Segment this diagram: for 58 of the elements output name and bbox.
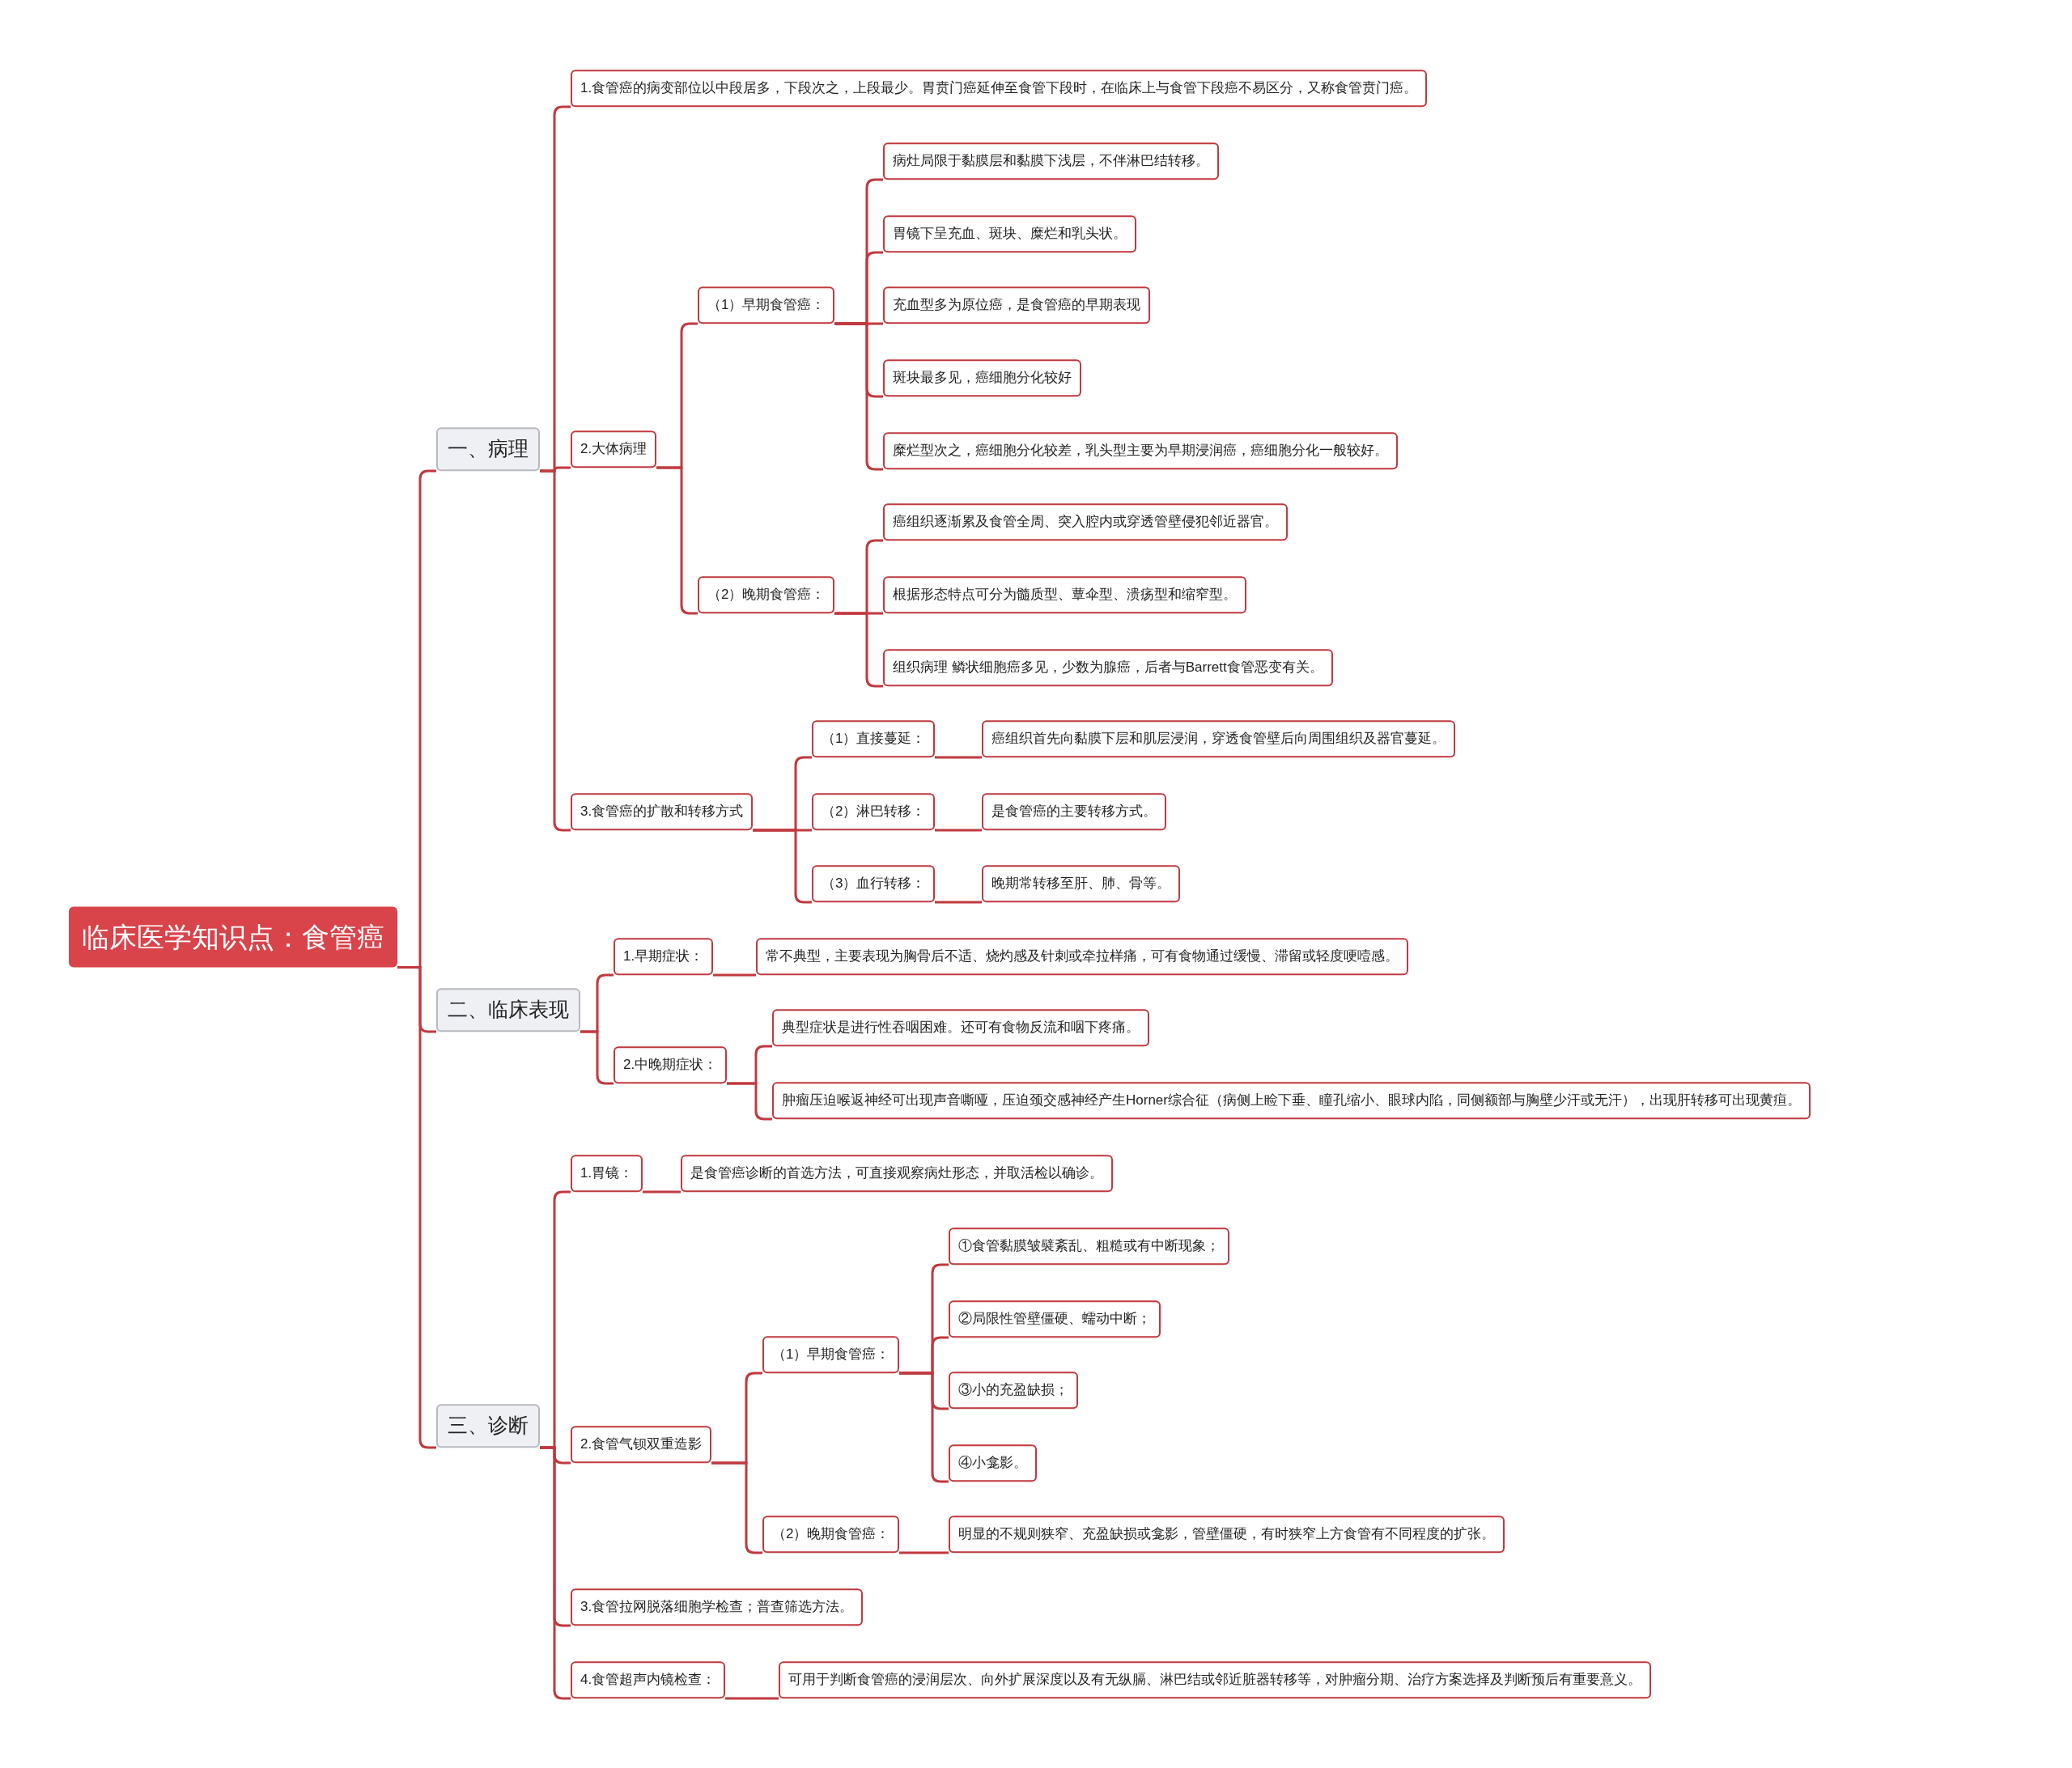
connector-line <box>899 1372 949 1483</box>
topic-box: （1）早期食管癌： <box>698 286 835 324</box>
topic-box: 晚期常转移至肝、肺、骨等。 <box>982 865 1180 902</box>
topic-box: 2.食管气钡双重造影 <box>571 1426 712 1463</box>
topic-box: （1）早期食管癌： <box>762 1336 900 1373</box>
topic-box: 糜烂型次之，癌细胞分化较差，乳头型主要为早期浸润癌，癌细胞分化一般较好。 <box>883 432 1398 469</box>
topic-box: 斑块最多见，癌细胞分化较好 <box>883 359 1081 396</box>
connector-line <box>935 829 982 832</box>
topic-box: 病灶局限于黏膜层和黏膜下浅层，不伴淋巴结转移。 <box>883 142 1219 180</box>
topic-box: 肿瘤压迫喉返神经可出现声音嘶哑，压迫颈交感神经产生Horner综合征（病侧上睑下垂、瞳孔缩小、眼球内陷，同侧额部与胸壁少汗或无汗），出现肝转移可出现黄疸。 <box>772 1082 1811 1119</box>
topic-box: 癌组织逐渐累及食管全周、突入腔内或穿透管壁侵犯邻近器官。 <box>883 503 1288 541</box>
topic-box: （2）淋巴转移： <box>812 793 936 830</box>
connector-line <box>713 973 756 977</box>
connector-line <box>580 1030 614 1085</box>
topic-box: 癌组织首先向黏膜下层和肌层浸润，穿透食管壁后向周围组织及器官蔓延。 <box>982 720 1455 757</box>
topic-box: 2.中晚期症状： <box>614 1046 728 1083</box>
connector-line <box>643 1190 681 1194</box>
topic-box: 常不典型，主要表现为胸骨后不适、烧灼感及针刺或牵拉样痛，可有食物通过缓慢、滞留或轻度哽噎感。 <box>756 938 1408 975</box>
main-topic: 三、诊断 <box>436 1404 540 1448</box>
topic-box: （1）直接蔓延： <box>812 720 936 757</box>
main-topic: 一、病理 <box>436 427 540 471</box>
connector-line <box>540 1446 571 1700</box>
topic-box: 可用于判断食管癌的浸润层次、向外扩展深度以及有无纵膈、淋巴结或邻近脏器转移等，对肿瘤分期、治疗方案选择及判断预后有重要意义。 <box>779 1661 1651 1698</box>
topic-box: 3.食管拉网脱落细胞学检查；普查筛选方法。 <box>571 1588 864 1626</box>
topic-box: 3.食管癌的扩散和转移方式 <box>571 793 754 830</box>
topic-box: ③小的充盈缺损； <box>949 1372 1078 1409</box>
topic-box: 是食管癌诊断的首选方法，可直接观察病灶形态，并取活检以确诊。 <box>681 1155 1113 1192</box>
connector-line <box>834 612 883 688</box>
connector-line <box>834 322 883 471</box>
topic-box: 根据形态特点可分为髓质型、蕈伞型、溃疡型和缩窄型。 <box>883 576 1246 613</box>
topic-box: 1.胃镜： <box>571 1155 643 1192</box>
topic-box: （3）血行转移： <box>812 865 936 902</box>
topic-box: 1.食管癌的病变部位以中段居多，下段次之，上段最少。胃贲门癌延伸至食管下段时，在临床上与食管下段癌不易区分，又称食管贲门癌。 <box>571 70 1428 107</box>
root-topic: 临床医学知识点：食管癌 <box>69 906 397 968</box>
connector-line <box>727 1082 772 1121</box>
topic-box: 4.食管超声内镜检查： <box>571 1661 726 1698</box>
topic-box: ①食管黏膜皱襞紊乱、粗糙或有中断现象； <box>949 1227 1229 1265</box>
connector-line <box>935 901 982 904</box>
topic-box: 充血型多为原位癌，是食管癌的早期表现 <box>883 286 1150 324</box>
topic-box: 是食管癌的主要转移方式。 <box>982 793 1166 830</box>
topic-box: （2）晚期食管癌： <box>762 1516 900 1553</box>
topic-box: （2）晚期食管癌： <box>698 576 835 613</box>
connector-line <box>725 1697 779 1700</box>
main-topic: 二、临床表现 <box>436 988 580 1032</box>
topic-box: 组织病理 鳞状细胞癌多见，少数为腺癌，后者与Barrett食管恶变有关。 <box>883 649 1333 686</box>
connector-line <box>753 829 812 904</box>
topic-box: ④小龛影。 <box>949 1444 1037 1482</box>
topic-box: 典型症状是进行性吞咽困难。还可有食物反流和咽下疼痛。 <box>772 1009 1149 1046</box>
connector-line <box>711 1461 762 1554</box>
topic-box: 胃镜下呈充血、斑块、糜烂和乳头状。 <box>883 215 1136 252</box>
connector-line <box>656 466 698 615</box>
connector-line <box>899 1551 949 1554</box>
topic-box: 2.大体病理 <box>571 430 657 468</box>
connector-line <box>935 756 982 759</box>
topic-box: ②局限性管壁僵硬、蠕动中断； <box>949 1300 1161 1338</box>
topic-box: 1.早期症状： <box>614 938 714 975</box>
topic-box: 明显的不规则狭窄、充盈缺损或龛影，管壁僵硬，有时狭窄上方食管有不同程度的扩张。 <box>949 1516 1505 1553</box>
connector-line <box>540 469 571 832</box>
